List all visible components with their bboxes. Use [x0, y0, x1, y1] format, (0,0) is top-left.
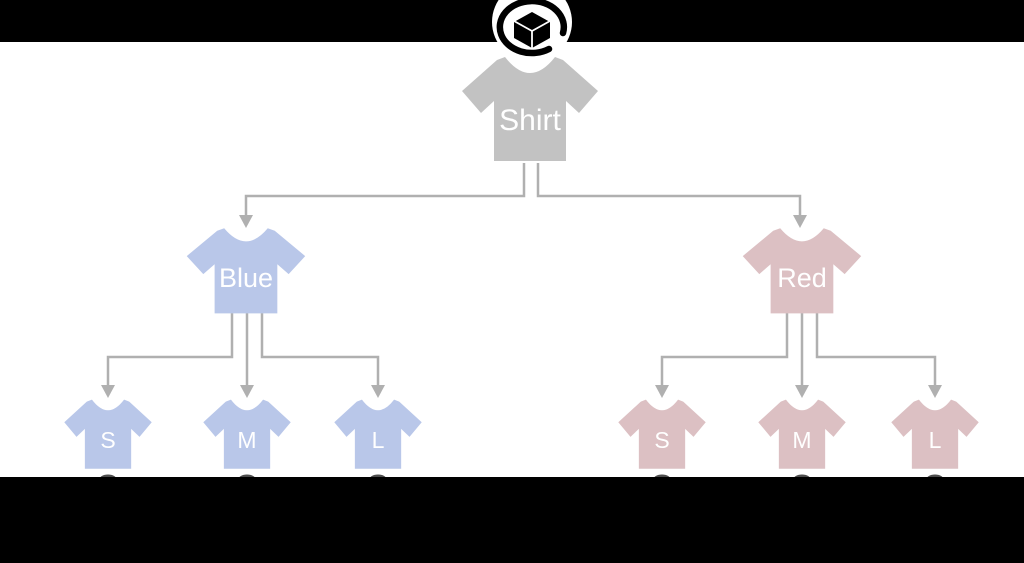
blue-label: Blue [219, 263, 273, 293]
cube-edges [513, 10, 551, 48]
root-shirt-label: Shirt [499, 104, 561, 137]
bottom-black-bar [0, 477, 1024, 563]
arrowhead [928, 385, 942, 398]
red-size-s-label: S [654, 427, 669, 453]
node-labels: Shirt Blue Red S M L S M L [100, 104, 941, 453]
connector-shirt-to-red [536, 163, 802, 217]
arrowhead [793, 215, 807, 228]
connector-arrowheads [101, 215, 942, 398]
red-size-l-label: L [929, 427, 942, 453]
arrowhead [795, 385, 809, 398]
red-size-m-label: M [792, 427, 811, 453]
cube-logo [492, 0, 572, 62]
connector-red-to-l [815, 312, 937, 387]
connector-lines [106, 163, 937, 387]
cube-icon [514, 11, 550, 48]
red-label: Red [777, 263, 827, 293]
blue-size-m-label: M [237, 427, 256, 453]
connector-shirt-to-blue [244, 163, 526, 217]
blue-size-s-label: S [100, 427, 115, 453]
arrowhead [240, 385, 254, 398]
arrowhead [239, 215, 253, 228]
connector-blue-to-s [106, 312, 234, 387]
arrowhead [101, 385, 115, 398]
blue-size-l-label: L [372, 427, 385, 453]
arrowhead [371, 385, 385, 398]
circular-ring-icon [496, 0, 568, 57]
connector-red-to-s [660, 312, 789, 387]
arrowhead [655, 385, 669, 398]
connector-blue-to-l [260, 312, 380, 387]
